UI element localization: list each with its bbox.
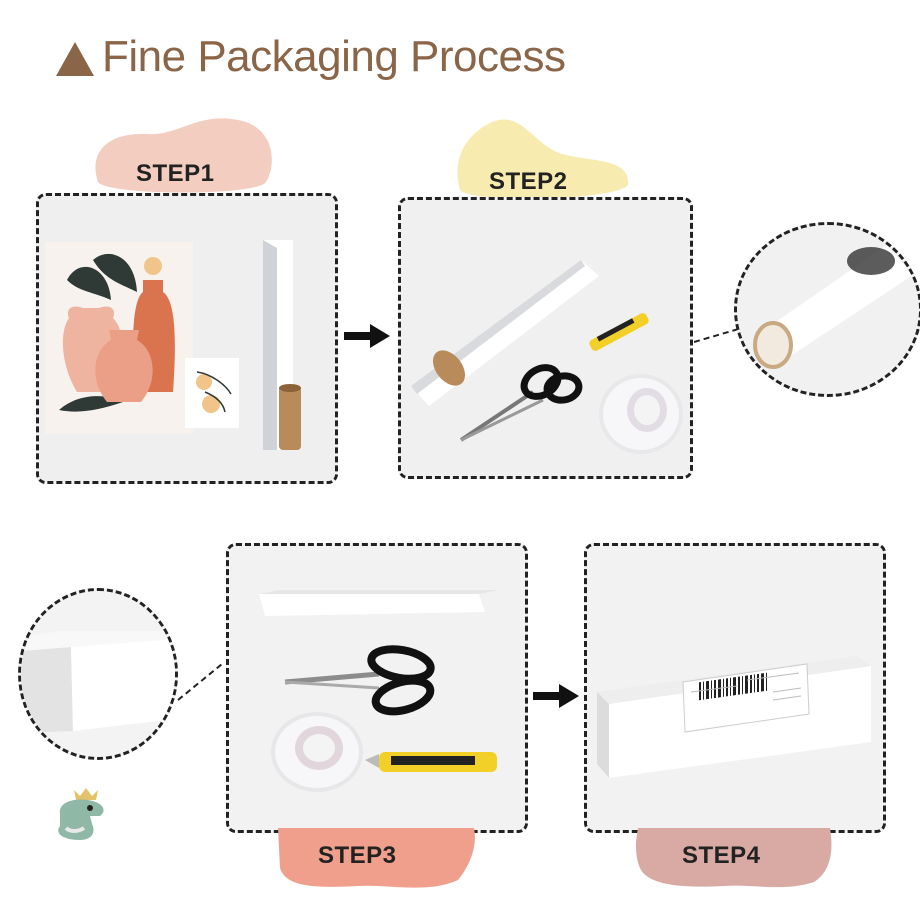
zoom-connector <box>177 663 223 701</box>
step4-label: STEP4 <box>682 842 761 869</box>
step3-illustration <box>229 546 525 830</box>
step1-blob <box>95 118 272 193</box>
page-title: Fine Packaging Process <box>56 32 566 82</box>
shipping-label-barcode-icon <box>682 663 810 733</box>
arrow-right-icon <box>344 324 390 348</box>
step1-panel <box>36 193 338 484</box>
tape-roll-icon <box>599 374 683 454</box>
zoom-connector <box>694 327 743 343</box>
box-cutter-icon <box>365 752 497 772</box>
step4-panel <box>584 543 886 833</box>
step3-panel <box>226 543 528 833</box>
tape-roll-icon <box>271 712 363 792</box>
step2-label: STEP2 <box>489 168 568 195</box>
arrow-right-icon <box>533 684 579 708</box>
box-cutter-icon <box>589 313 649 351</box>
zoom-circle-box-end <box>18 588 178 760</box>
step1-label: STEP1 <box>136 160 215 187</box>
step2-blob <box>457 119 629 199</box>
step1-illustration <box>39 196 335 481</box>
step4-illustration <box>587 546 883 830</box>
triangle-icon <box>56 42 94 76</box>
zoom-circle-tube-end <box>734 222 920 397</box>
step3-label: STEP3 <box>318 842 397 869</box>
step2-illustration <box>401 200 690 476</box>
dinosaur-mascot-icon <box>58 788 104 840</box>
page-title-text: Fine Packaging Process <box>102 32 566 81</box>
step2-panel <box>398 197 693 479</box>
scissors-icon <box>284 645 435 716</box>
step4-blob <box>636 828 832 888</box>
step3-blob <box>278 828 475 888</box>
scissors-icon <box>459 364 583 442</box>
